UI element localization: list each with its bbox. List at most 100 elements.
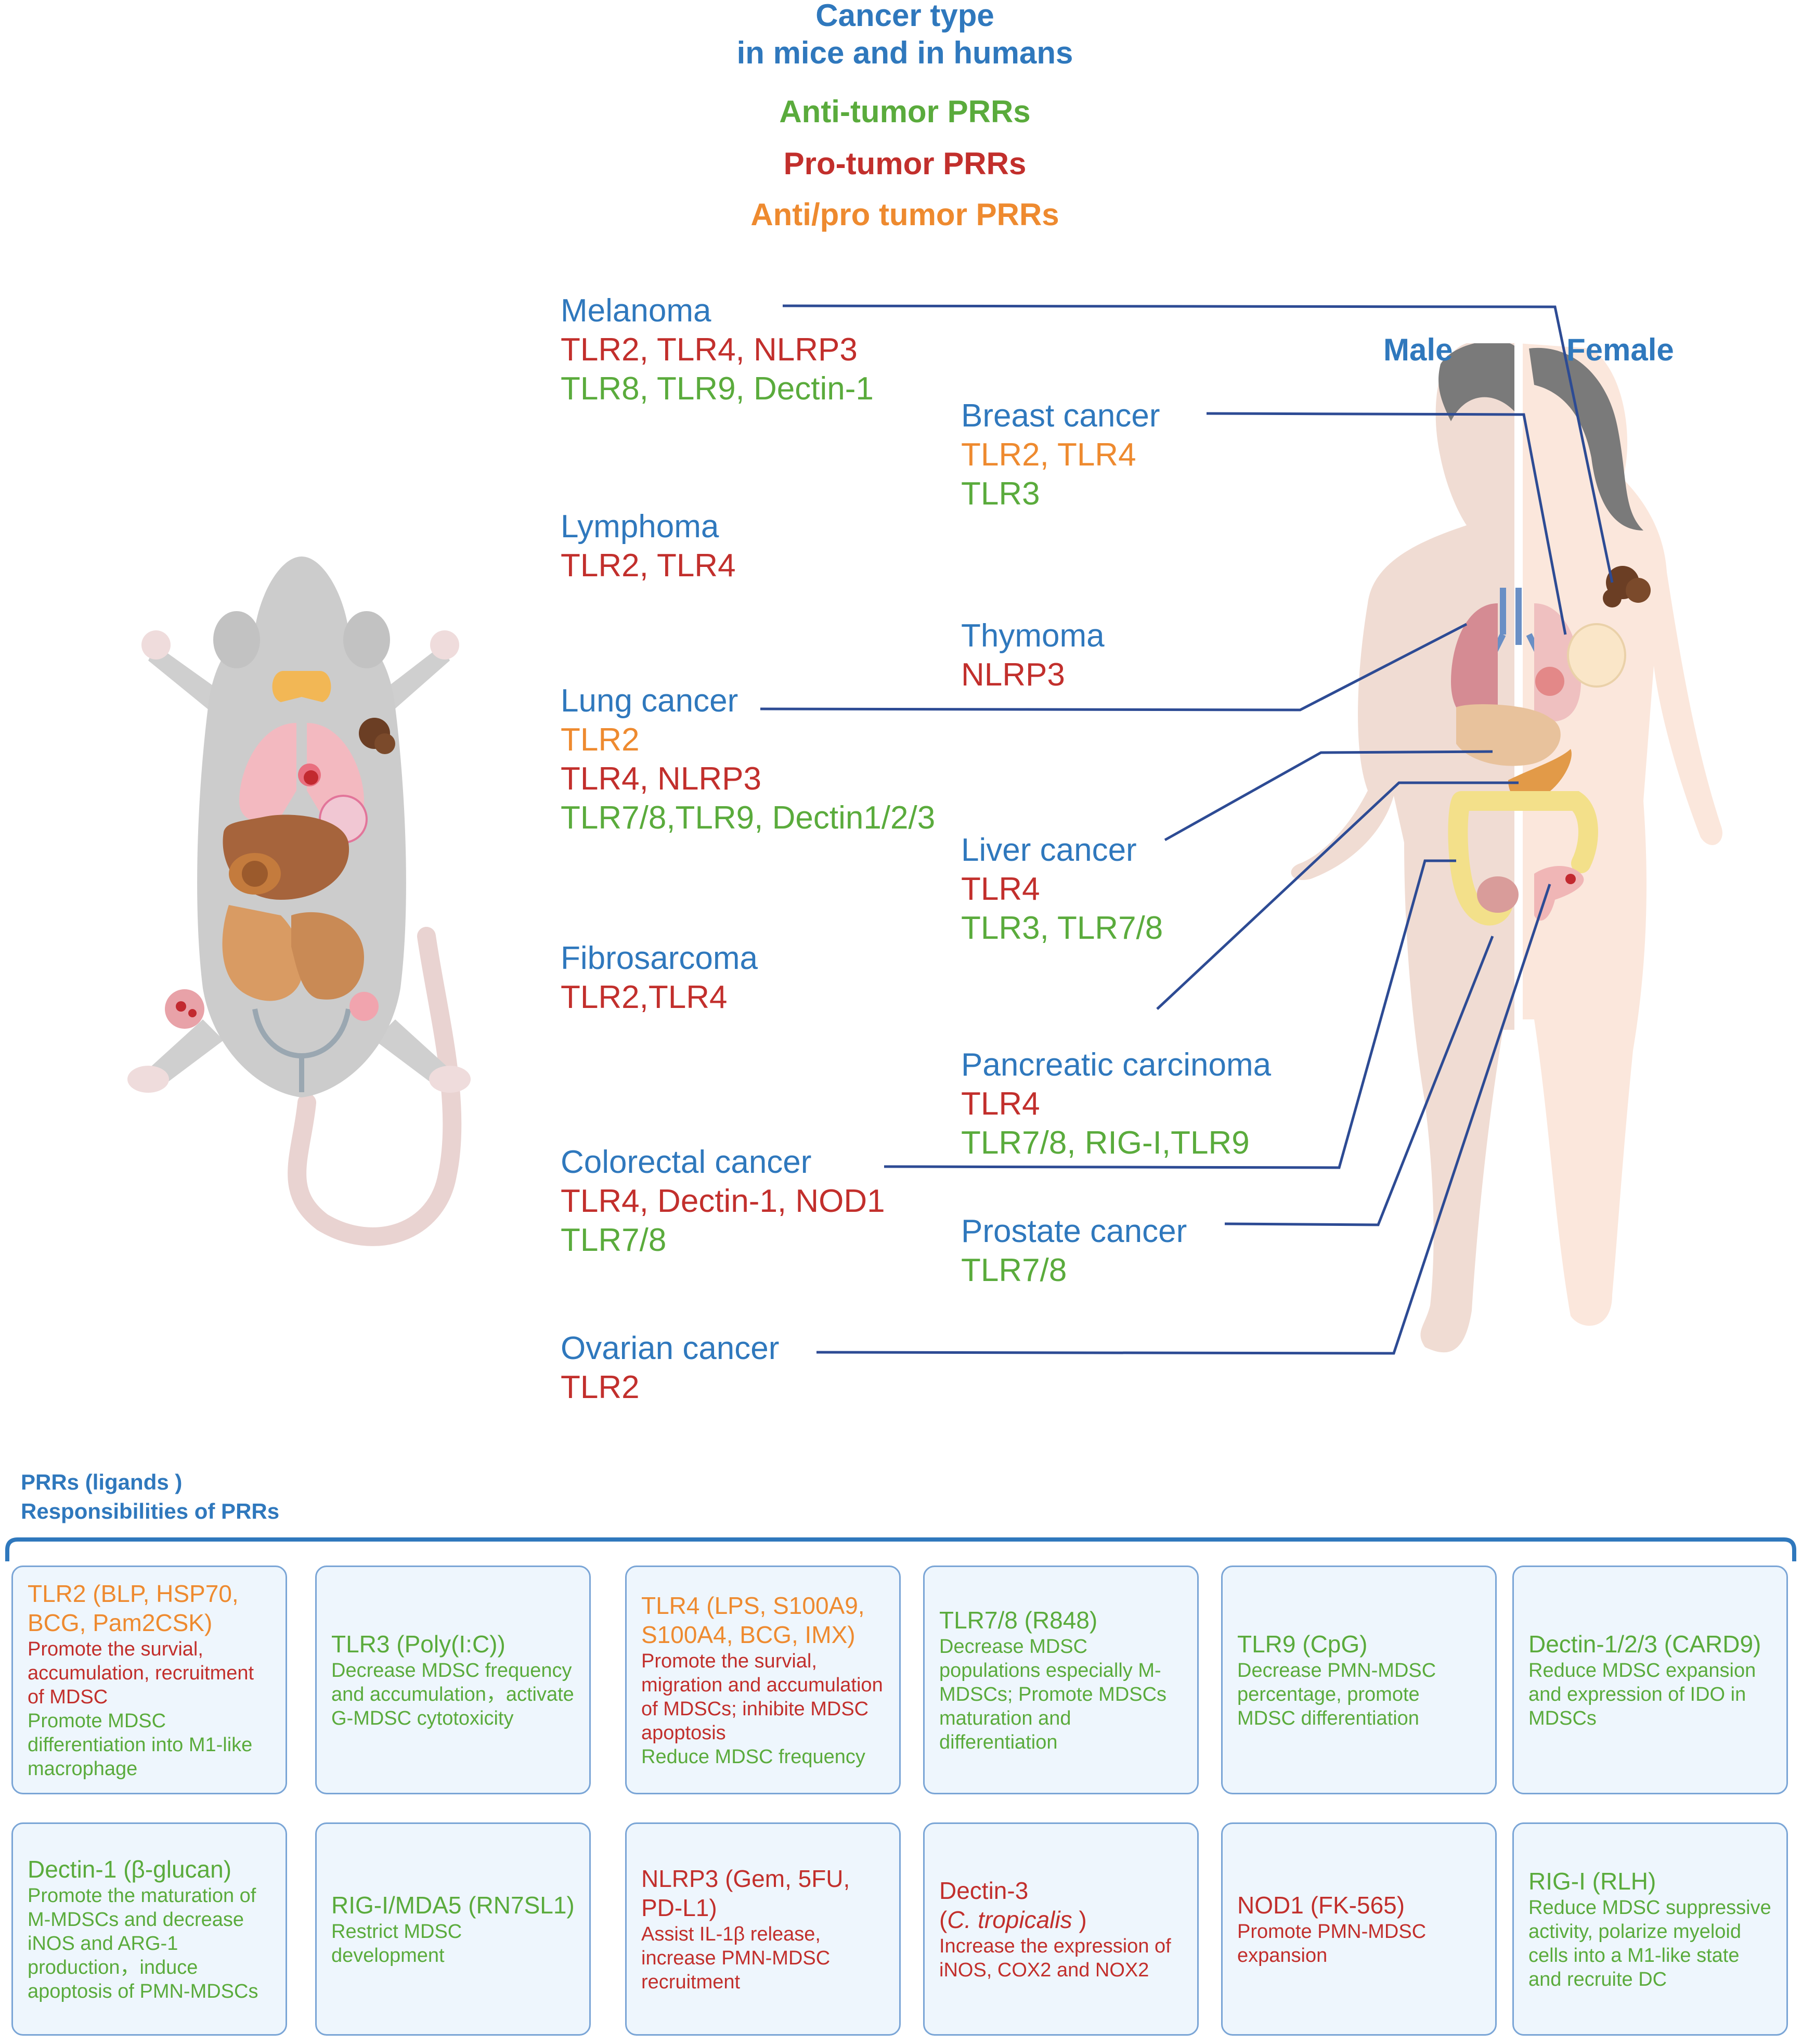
melanoma-pro: TLR2, TLR4, NLRP3 bbox=[561, 332, 858, 368]
cancer-lung: Lung cancer TLR2 TLR4, NLRP3 TLR7/8,TLR9… bbox=[561, 681, 935, 837]
card-rigi: RIG-I (RLH) Reduce MDSC suppressive acti… bbox=[1512, 1822, 1788, 2036]
colorectal-pro: TLR4, Dectin-1, NOD1 bbox=[561, 1183, 885, 1219]
card-tlr78-text: Decrease MDSC populations especially M-M… bbox=[939, 1636, 1167, 1753]
card-tlr2-text-2: Promote MDSC differentiation into M1-lik… bbox=[28, 1710, 253, 1780]
card-tlr9-title: TLR9 (CpG) bbox=[1237, 1631, 1368, 1658]
melanoma-anti: TLR8, TLR9, Dectin-1 bbox=[561, 371, 874, 407]
connector-prostate bbox=[1224, 936, 1494, 1226]
connector-lung bbox=[760, 623, 1468, 711]
cancer-lymphoma: Lymphoma TLR2, TLR4 bbox=[561, 507, 736, 585]
cancer-breast: Breast cancer TLR2, TLR4 TLR3 bbox=[961, 396, 1160, 513]
human-figure bbox=[1291, 343, 1722, 1353]
cancer-melanoma: Melanoma TLR2, TLR4, NLRP3 TLR8, TLR9, D… bbox=[561, 291, 874, 408]
pancreatic-pro: TLR4 bbox=[961, 1086, 1040, 1122]
prr-header: PRRs (ligands ) Responsibilities of PRRs bbox=[21, 1468, 279, 1526]
connector-ovarian bbox=[816, 884, 1551, 1355]
fibrosarcoma-pro: TLR2,TLR4 bbox=[561, 979, 728, 1015]
card-dectin123: Dectin-1/2/3 (CARD9) Reduce MDSC expansi… bbox=[1512, 1566, 1788, 1794]
prr-header-line1: PRRs (ligands ) bbox=[21, 1470, 183, 1494]
card-rigi-mda5: RIG-I/MDA5 (RN7SL1) Restrict MDSC develo… bbox=[315, 1822, 591, 2036]
liver-name: Liver cancer bbox=[961, 832, 1137, 868]
prr-header-line2: Responsibilities of PRRs bbox=[21, 1499, 280, 1523]
card-tlr3-title: TLR3 (Poly(I:C)) bbox=[331, 1631, 505, 1658]
card-tlr78-title: TLR7/8 (R848) bbox=[939, 1607, 1098, 1634]
card-dectin1-title: Dectin-1 (β-glucan) bbox=[28, 1856, 232, 1883]
prostate-name: Prostate cancer bbox=[961, 1213, 1187, 1249]
card-dectin1: Dectin-1 (β-glucan) Promote the maturati… bbox=[11, 1822, 287, 2036]
legend-antipro-tumor: Anti/pro tumor PRRs bbox=[750, 197, 1059, 232]
mouse-illustration bbox=[127, 557, 471, 1246]
card-dectin3-ligand-italic: C. tropicalis bbox=[947, 1906, 1072, 1933]
thymoma-name: Thymoma bbox=[961, 618, 1105, 654]
cancer-colorectal: Colorectal cancer TLR4, Dectin-1, NOD1 T… bbox=[561, 1143, 885, 1260]
card-nlrp3: NLRP3 (Gem, 5FU, PD-L1) Assist IL-1β rel… bbox=[625, 1822, 901, 2036]
card-rigi-mda5-text: Restrict MDSC development bbox=[331, 1921, 462, 1967]
card-tlr3-text: Decrease MDSC frequency and accumulation… bbox=[331, 1660, 574, 1729]
breast-antipro: TLR2, TLR4 bbox=[961, 437, 1136, 473]
colorectal-anti: TLR7/8 bbox=[561, 1222, 667, 1258]
card-rigi-title: RIG-I (RLH) bbox=[1528, 1868, 1656, 1895]
card-tlr4: TLR4 (LPS, S100A9, S100A4, BCG, IMX) Pro… bbox=[625, 1566, 901, 1794]
pancreatic-name: Pancreatic carcinoma bbox=[961, 1047, 1272, 1083]
card-tlr4-text-2: Reduce MDSC frequency bbox=[641, 1746, 865, 1768]
card-dectin3-text: Increase the expression of iNOS, COX2 an… bbox=[939, 1935, 1171, 1981]
legend-anti-tumor: Anti-tumor PRRs bbox=[779, 94, 1031, 129]
card-rigi-mda5-title: RIG-I/MDA5 (RN7SL1) bbox=[331, 1892, 575, 1919]
connector-pancreatic bbox=[1156, 781, 1519, 1010]
card-tlr3: TLR3 (Poly(I:C)) Decrease MDSC frequency… bbox=[315, 1566, 591, 1794]
card-rigi-text: Reduce MDSC suppressive activity, polari… bbox=[1528, 1897, 1771, 1990]
legend-title: Cancer type in mice and in humans bbox=[634, 0, 1175, 72]
lung-anti: TLR7/8,TLR9, Dectin1/2/3 bbox=[561, 800, 936, 836]
cancer-liver: Liver cancer TLR4 TLR3, TLR7/8 bbox=[961, 831, 1163, 948]
card-dectin123-title: Dectin-1/2/3 (CARD9) bbox=[1528, 1631, 1761, 1658]
card-dectin123-text: Reduce MDSC expansion and expression of … bbox=[1528, 1660, 1756, 1729]
connector-breast bbox=[1206, 412, 1567, 635]
liver-pro: TLR4 bbox=[961, 871, 1040, 907]
cancer-pancreatic: Pancreatic carcinoma TLR4 TLR7/8, RIG-I,… bbox=[961, 1045, 1271, 1162]
cancer-prostate: Prostate cancer TLR7/8 bbox=[961, 1212, 1187, 1290]
lymphoma-pro: TLR2, TLR4 bbox=[561, 548, 736, 584]
breast-anti: TLR3 bbox=[961, 476, 1040, 512]
cancer-fibrosarcoma: Fibrosarcoma TLR2,TLR4 bbox=[561, 939, 758, 1017]
card-dectin3-title: Dectin-3 bbox=[939, 1877, 1029, 1904]
liver-anti: TLR3, TLR7/8 bbox=[961, 910, 1163, 946]
female-label: Female bbox=[1566, 332, 1674, 367]
card-tlr2: TLR2 (BLP, HSP70, BCG, Pam2CSK) Promote … bbox=[11, 1566, 287, 1794]
card-tlr2-title: TLR2 (BLP, HSP70, BCG, Pam2CSK) bbox=[28, 1580, 239, 1636]
lung-name: Lung cancer bbox=[561, 683, 738, 719]
card-tlr9: TLR9 (CpG) Decrease PMN-MDSC percentage,… bbox=[1221, 1566, 1497, 1794]
card-nod1: NOD1 (FK-565) Promote PMN-MDSC expansion bbox=[1221, 1822, 1497, 2036]
legend-title-line2: in mice and in humans bbox=[736, 35, 1073, 70]
connector-melanoma bbox=[782, 304, 1614, 583]
pancreatic-anti: TLR7/8, RIG-I,TLR9 bbox=[961, 1125, 1250, 1161]
card-dectin1-text: Promote the maturation of M-MDSCs and de… bbox=[28, 1885, 258, 2002]
prr-bracket bbox=[5, 1537, 1796, 1561]
breast-name: Breast cancer bbox=[961, 398, 1160, 434]
ovarian-name: Ovarian cancer bbox=[561, 1330, 780, 1366]
card-dectin3-ligand: (C. tropicalis ) bbox=[939, 1906, 1087, 1933]
legend-pro-tumor: Pro-tumor PRRs bbox=[783, 146, 1027, 181]
prostate-anti: TLR7/8 bbox=[961, 1252, 1067, 1288]
melanoma-name: Melanoma bbox=[561, 293, 711, 329]
male-label: Male bbox=[1383, 332, 1453, 367]
lymphoma-name: Lymphoma bbox=[561, 509, 719, 545]
card-nlrp3-title: NLRP3 (Gem, 5FU, PD-L1) bbox=[641, 1865, 850, 1921]
cancer-thymoma: Thymoma NLRP3 bbox=[961, 616, 1105, 694]
lung-antipro: TLR2 bbox=[561, 722, 640, 758]
card-tlr78: TLR7/8 (R848) Decrease MDSC populations … bbox=[923, 1566, 1199, 1794]
card-dectin3: Dectin-3 (C. tropicalis ) Increase the e… bbox=[923, 1822, 1199, 2036]
card-nlrp3-text: Assist IL-1β release, increase PMN-MDSC … bbox=[641, 1923, 831, 1993]
ovarian-pro: TLR2 bbox=[561, 1369, 640, 1405]
connector-colorectal bbox=[884, 859, 1456, 1169]
card-tlr2-text-1: Promote the survial, accumulation, recru… bbox=[28, 1638, 254, 1708]
card-nod1-text: Promote PMN-MDSC expansion bbox=[1237, 1921, 1427, 1967]
cancer-ovarian: Ovarian cancer TLR2 bbox=[561, 1329, 779, 1407]
card-tlr4-title: TLR4 (LPS, S100A9, S100A4, BCG, IMX) bbox=[641, 1592, 865, 1648]
card-tlr4-text-1: Promote the survial, migration and accum… bbox=[641, 1650, 883, 1744]
colorectal-name: Colorectal cancer bbox=[561, 1144, 812, 1180]
thymoma-pro: NLRP3 bbox=[961, 657, 1065, 693]
card-nod1-title: NOD1 (FK-565) bbox=[1237, 1892, 1405, 1919]
lung-pro: TLR4, NLRP3 bbox=[561, 761, 761, 797]
card-tlr9-text: Decrease PMN-MDSC percentage, promote MD… bbox=[1237, 1660, 1436, 1729]
